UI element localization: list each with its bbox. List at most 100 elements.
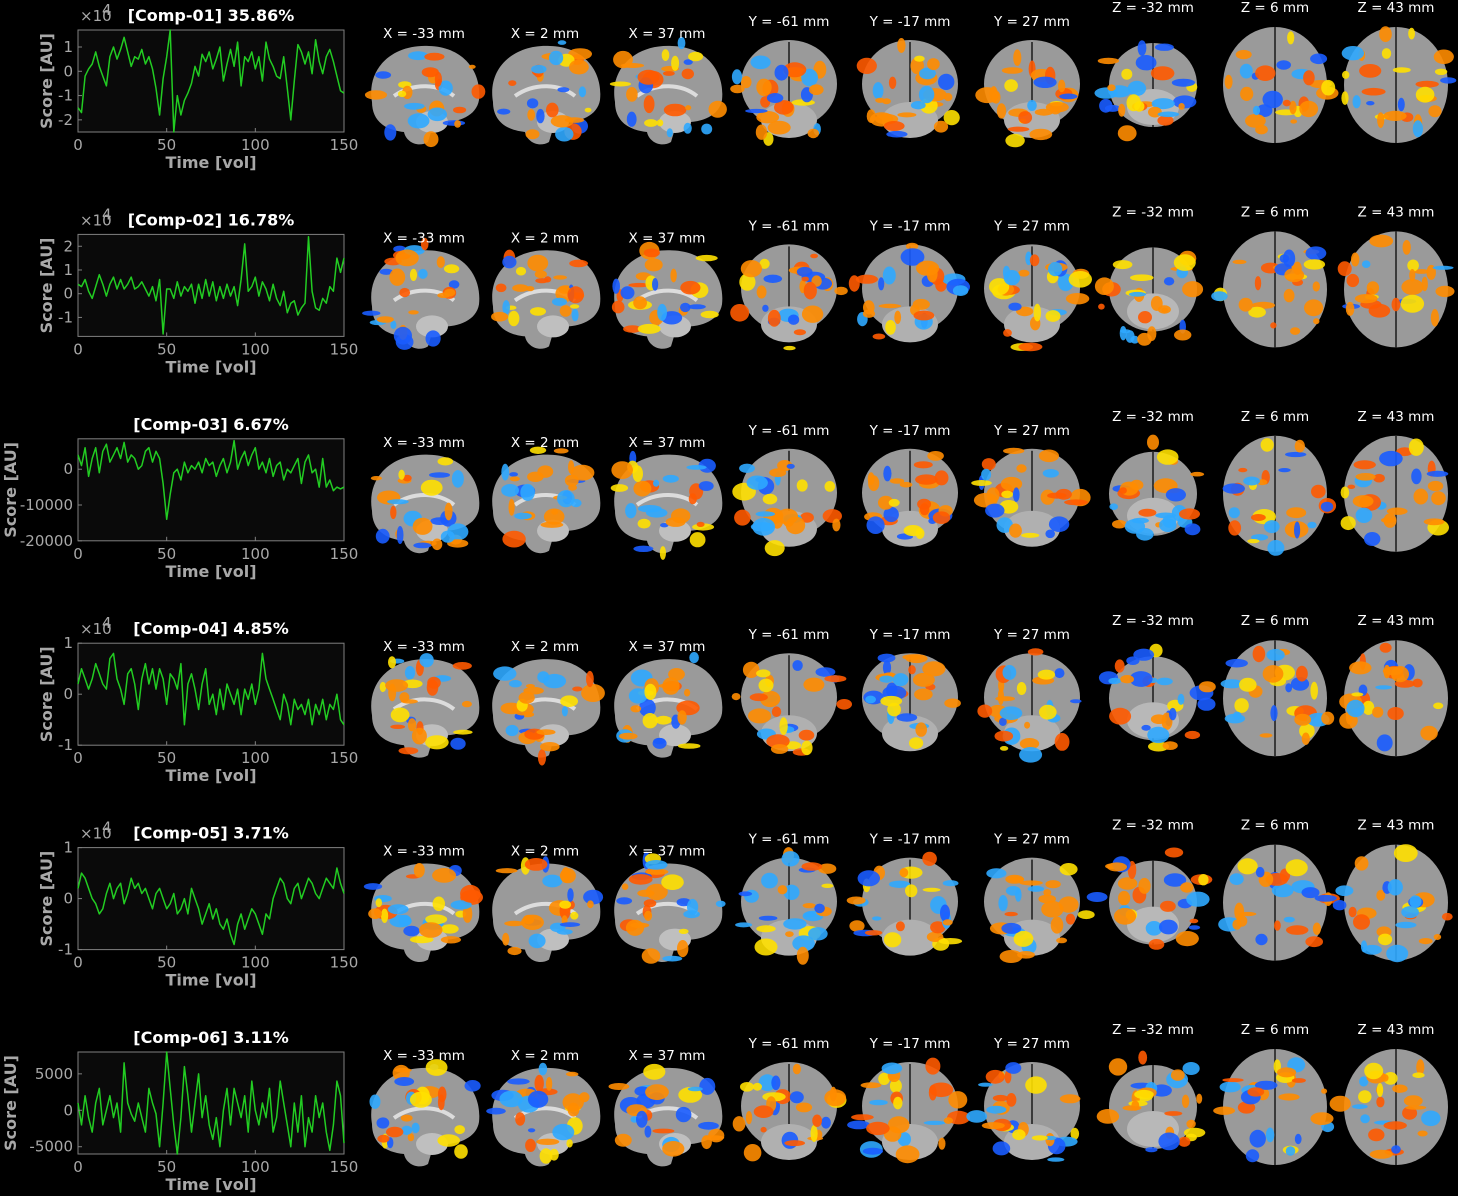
activation-blob bbox=[698, 1121, 719, 1130]
plot-area bbox=[77, 847, 345, 951]
activation-blob bbox=[753, 1105, 774, 1118]
activation-blob bbox=[495, 283, 507, 293]
activation-blob bbox=[395, 249, 419, 267]
activation-blob bbox=[1369, 234, 1394, 248]
activation-blob bbox=[1407, 259, 1419, 272]
axis-exponent-power: 4 bbox=[102, 1, 112, 19]
activation-blob bbox=[1412, 1072, 1425, 1078]
activation-blob bbox=[504, 920, 525, 927]
slice-axial: Z = 43 mm bbox=[1341, 0, 1457, 143]
activation-blob bbox=[454, 1144, 468, 1159]
activation-blob bbox=[1431, 491, 1446, 506]
timecourse-line bbox=[77, 652, 345, 726]
activation-blob bbox=[1034, 108, 1053, 116]
activation-blob bbox=[824, 675, 847, 683]
activation-blob bbox=[872, 82, 884, 100]
activation-blob bbox=[1312, 281, 1321, 292]
x-tick-label: 50 bbox=[157, 340, 176, 358]
slice-coronal: Y = 27 mm bbox=[984, 832, 1095, 963]
activation-blob bbox=[905, 884, 918, 898]
activation-blob bbox=[525, 1138, 536, 1152]
activation-blob bbox=[913, 310, 935, 321]
activation-blob bbox=[1027, 885, 1045, 892]
activation-blob bbox=[1159, 919, 1178, 935]
activation-blob bbox=[668, 668, 685, 681]
activation-blob bbox=[1259, 733, 1273, 738]
slice-label: Y = -17 mm bbox=[869, 1036, 951, 1052]
activation-blob bbox=[1248, 306, 1266, 318]
activation-blob bbox=[1301, 732, 1310, 745]
activation-blob bbox=[1409, 269, 1416, 282]
activation-blob bbox=[1077, 910, 1095, 920]
activation-blob bbox=[1364, 532, 1381, 546]
activation-blob bbox=[1145, 1147, 1158, 1153]
activation-blob bbox=[1184, 523, 1201, 536]
activation-blob bbox=[1048, 516, 1070, 532]
activation-blob bbox=[1041, 900, 1064, 918]
activation-blob bbox=[685, 105, 692, 111]
activation-blob bbox=[1157, 115, 1174, 126]
activation-blob bbox=[1154, 43, 1174, 51]
activation-blob bbox=[1054, 668, 1065, 679]
activation-blob bbox=[1432, 265, 1454, 270]
slice-axial: Z = 43 mm bbox=[1337, 204, 1455, 348]
activation-blob bbox=[677, 710, 687, 725]
activation-blob bbox=[1430, 309, 1439, 327]
slice-axial: Z = 6 mm bbox=[1218, 818, 1340, 961]
activation-blob bbox=[832, 518, 841, 532]
activation-blob bbox=[1058, 79, 1066, 93]
activation-blob bbox=[1391, 1145, 1401, 1154]
activation-blob bbox=[1320, 501, 1334, 512]
activation-blob bbox=[981, 458, 996, 471]
activation-blob bbox=[927, 451, 944, 461]
slice-label: Y = -17 mm bbox=[869, 627, 951, 643]
activation-blob bbox=[1129, 671, 1153, 687]
activation-blob bbox=[735, 922, 753, 928]
slice-axial: Z = -32 mm bbox=[1086, 818, 1213, 950]
activation-blob bbox=[1150, 714, 1167, 724]
activation-blob bbox=[583, 889, 604, 905]
activation-blob bbox=[553, 448, 569, 454]
activation-blob bbox=[802, 903, 816, 909]
activation-blob bbox=[1252, 105, 1261, 116]
activation-blob bbox=[1019, 747, 1043, 763]
x-axis-label: Time [vol] bbox=[165, 766, 256, 785]
activation-blob bbox=[437, 1094, 445, 1111]
activation-blob bbox=[515, 1112, 526, 1126]
activation-blob bbox=[1345, 301, 1355, 316]
activation-blob bbox=[518, 691, 535, 704]
activation-blob bbox=[509, 472, 518, 477]
activation-blob bbox=[1251, 534, 1269, 541]
activation-blob bbox=[695, 254, 718, 262]
activation-blob bbox=[996, 517, 1013, 533]
activation-blob bbox=[731, 69, 743, 85]
activation-blob bbox=[1245, 1149, 1260, 1163]
activation-blob bbox=[1064, 499, 1088, 506]
activation-blob bbox=[553, 275, 567, 280]
activation-blob bbox=[866, 1121, 890, 1136]
activation-blob bbox=[411, 727, 427, 745]
slice-label: X = 37 mm bbox=[629, 639, 706, 655]
activation-blob bbox=[715, 900, 726, 907]
activation-blob bbox=[1368, 1128, 1385, 1142]
x-tick-label: 0 bbox=[73, 954, 83, 972]
activation-blob bbox=[612, 278, 620, 294]
activation-blob bbox=[795, 1102, 813, 1113]
activation-blob bbox=[508, 80, 517, 86]
activation-blob bbox=[1029, 128, 1053, 141]
activation-blob bbox=[1335, 885, 1354, 896]
activation-blob bbox=[756, 925, 776, 933]
activation-blob bbox=[527, 254, 549, 272]
brain-slice bbox=[614, 863, 723, 962]
activation-blob bbox=[427, 676, 441, 689]
activation-blob bbox=[1402, 240, 1411, 255]
activation-blob bbox=[708, 100, 727, 118]
activation-blob bbox=[985, 503, 1005, 518]
activation-blob bbox=[779, 717, 788, 735]
activation-blob bbox=[929, 1082, 954, 1098]
slice-sagittal: X = 37 mm bbox=[610, 435, 723, 560]
activation-blob bbox=[701, 123, 713, 135]
activation-blob bbox=[1412, 678, 1423, 688]
